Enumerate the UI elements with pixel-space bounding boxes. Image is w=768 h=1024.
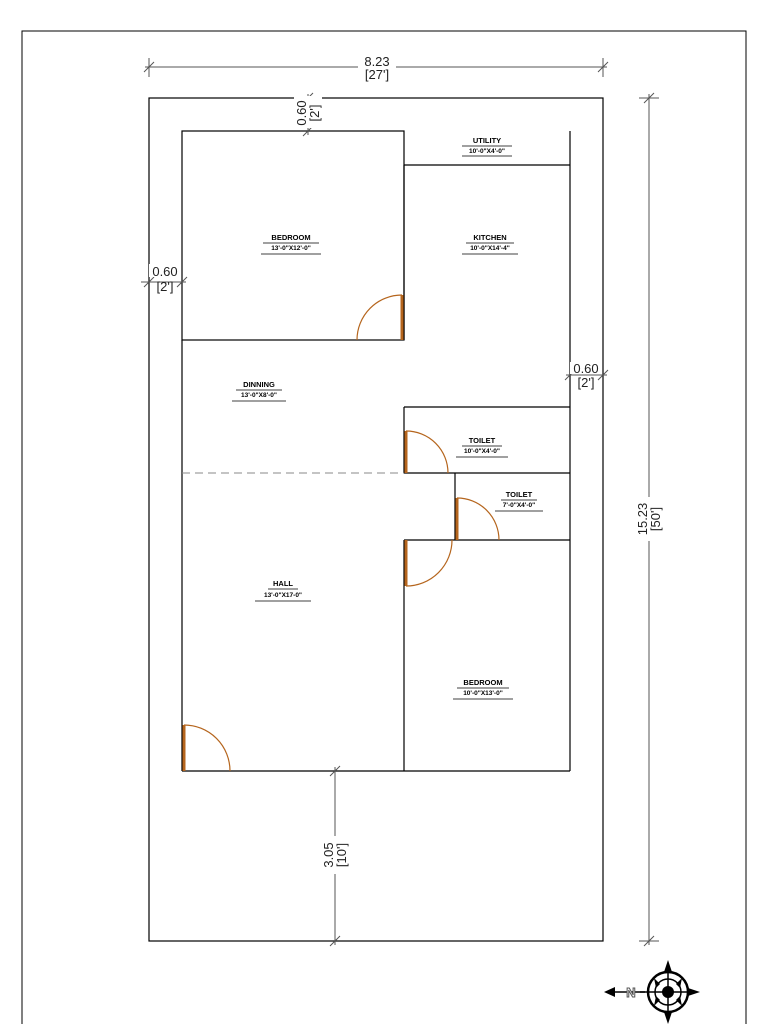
room-hall-size: 13'-0"X17-0" xyxy=(264,592,302,599)
plot-boundary xyxy=(148,97,604,942)
door-main-entrance xyxy=(182,724,231,772)
dim-front-setback-imperial: [10'] xyxy=(334,843,349,867)
room-kitchen-name: KITCHEN xyxy=(473,233,506,242)
room-bedroom2-name: BEDROOM xyxy=(463,678,502,687)
room-bedroom1-size: 13'-0"X12'-0" xyxy=(271,245,311,252)
dim-width-imperial: [27'] xyxy=(365,67,389,82)
door-bedroom2 xyxy=(404,539,453,587)
room-toilet1-size: 10'-0"X4'-0" xyxy=(464,448,500,455)
dim-right-setback-imperial: [2'] xyxy=(578,375,595,390)
dim-depth-metric: 15.23 xyxy=(635,503,650,536)
door-toilet2 xyxy=(455,497,500,541)
dim-front-setback-metric: 3.05 xyxy=(321,842,336,867)
compass-north-label: N xyxy=(626,985,635,1000)
dim-left-setback-metric: 0.60 xyxy=(152,264,177,279)
door-toilet1 xyxy=(404,430,449,474)
compass-icon: N xyxy=(604,960,700,1024)
room-toilet1-name: TOILET xyxy=(469,436,496,445)
room-labels: UTILITY 10'-0"X4'-0" BEDROOM 13'-0"X12'-… xyxy=(232,136,543,700)
room-dinning-size: 13'-0"X8'-0" xyxy=(241,392,277,399)
room-hall-name: HALL xyxy=(273,579,293,588)
room-toilet2-name: TOILET xyxy=(506,490,533,499)
room-kitchen-size: 10'-0"X14'-4" xyxy=(470,245,510,252)
sheet-frame xyxy=(21,30,747,1024)
dim-right-setback-metric: 0.60 xyxy=(573,361,598,376)
room-bedroom2-size: 10'-0"X13'-0" xyxy=(463,690,503,697)
dimension-lines xyxy=(141,58,659,947)
room-dinning-name: DINNING xyxy=(243,380,275,389)
dim-top-setback-metric: 0.60 xyxy=(294,100,309,125)
door-bedroom1 xyxy=(356,294,404,341)
room-toilet2-size: 7'-0"X4'-0" xyxy=(503,502,535,509)
walls xyxy=(181,130,571,772)
room-bedroom1-name: BEDROOM xyxy=(271,233,310,242)
dim-left-setback-imperial: [2'] xyxy=(157,279,174,294)
dim-depth-imperial: [50'] xyxy=(648,507,663,531)
room-utility-name: UTILITY xyxy=(473,136,501,145)
doors xyxy=(182,294,500,772)
dim-top-setback-imperial: [2'] xyxy=(307,105,322,122)
room-utility-size: 10'-0"X4'-0" xyxy=(469,148,505,155)
dim-width-metric: 8.23 xyxy=(364,54,389,69)
